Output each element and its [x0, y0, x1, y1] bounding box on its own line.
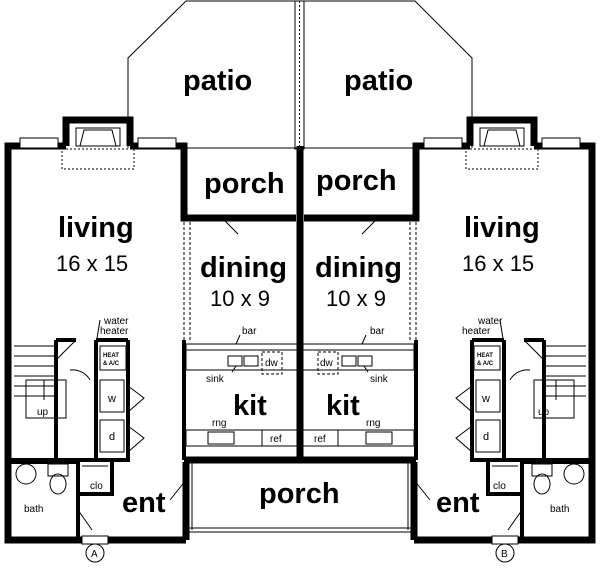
ent-label-a: ent: [122, 487, 166, 519]
sink-label-a: sink: [206, 374, 225, 385]
heat-label-a-1: HEAT: [103, 353, 119, 359]
dining-dim-a: 10 x 9: [210, 286, 270, 311]
dw-label-a: dw: [265, 358, 279, 369]
water-heater-label-a-2: heater: [100, 326, 129, 337]
bar-label-a: bar: [242, 326, 257, 337]
dryer-b: [475, 419, 501, 453]
heat-label-b-2: & A/C: [477, 361, 494, 367]
water-heater-label-b-1: water: [477, 316, 503, 327]
washer-a: [99, 379, 125, 413]
rear-porch-label-b: porch: [316, 165, 397, 197]
stairs-b: [533, 345, 586, 419]
bath-label-b: bath: [550, 504, 569, 515]
heat-label-a-2: & A/C: [103, 361, 120, 367]
ref-label-b: ref: [314, 434, 326, 445]
hvac-a: [99, 345, 127, 371]
sink-label-b: sink: [370, 374, 389, 385]
up-label-b: up: [538, 407, 550, 418]
up-label-a: up: [37, 407, 49, 418]
dining-dim-b: 10 x 9: [326, 286, 386, 311]
patio-label-a: patio: [183, 65, 252, 97]
fireplace-a: [61, 116, 135, 170]
washer-label-a: w: [107, 393, 116, 405]
ref-label-a: ref: [270, 434, 282, 445]
bar-counter-a: [185, 343, 299, 371]
marker-label-b: B: [501, 549, 508, 560]
rng-label-a: rng: [212, 418, 226, 429]
patio-label-b: patio: [344, 65, 413, 97]
clo-label-a: clo: [90, 481, 103, 492]
water-heater-label-b-2: heater: [462, 326, 491, 337]
dining-label-b: dining: [315, 252, 402, 284]
bar-counter-b: [301, 343, 415, 371]
dw-label-b: dw: [320, 358, 334, 369]
rng-label-b: rng: [366, 418, 380, 429]
dining-label-a: dining: [200, 252, 287, 284]
washer-b: [475, 379, 501, 413]
washer-label-b: w: [481, 393, 490, 405]
heat-label-b-1: HEAT: [477, 353, 493, 359]
rear-porch-label-a: porch: [204, 168, 285, 200]
kit-label-b: kit: [326, 390, 360, 422]
dryer-a: [99, 419, 125, 453]
marker-label-a: A: [91, 549, 98, 560]
living-label-b: living: [464, 212, 540, 244]
kit-label-a: kit: [233, 390, 267, 422]
dryer-label-b: d: [483, 431, 489, 443]
dryer-label-a: d: [109, 431, 115, 443]
marker-b: [495, 543, 515, 563]
marker-a: [85, 543, 105, 563]
living-dim-b: 16 x 15: [462, 251, 534, 276]
bath-label-a: bath: [24, 504, 43, 515]
stairs-a: [14, 345, 67, 419]
hvac-b: [473, 345, 501, 371]
clo-label-b: clo: [493, 481, 506, 492]
living-dim-a: 16 x 15: [56, 251, 128, 276]
bar-label-b: bar: [370, 326, 385, 337]
fireplace-b: [465, 116, 539, 170]
living-label-a: living: [58, 212, 134, 244]
water-heater-label-a-1: water: [103, 316, 129, 327]
ent-label-b: ent: [436, 487, 480, 519]
front-porch-label: porch: [259, 478, 340, 510]
